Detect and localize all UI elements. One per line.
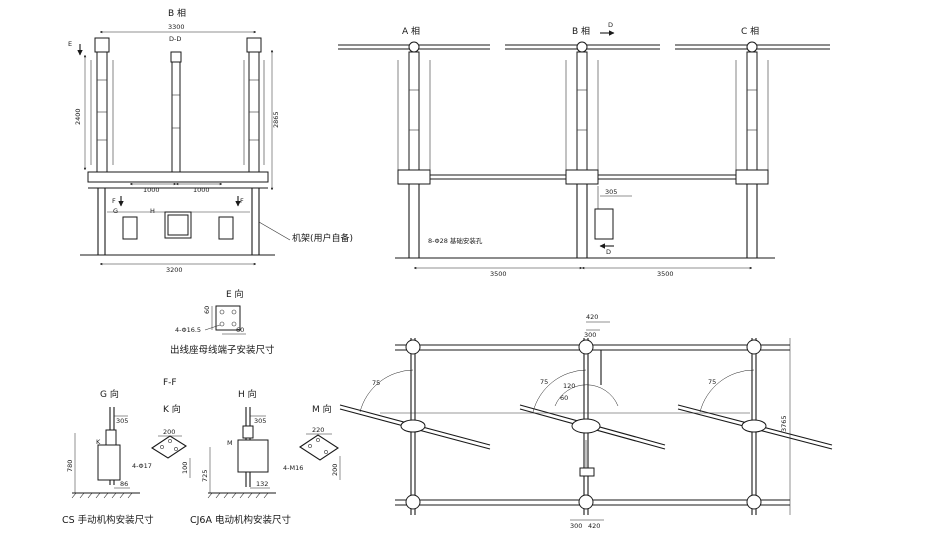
- front-phase-label: B 相: [168, 7, 186, 19]
- detail-e-caption: 出线座母线端子安装尺寸: [170, 344, 275, 356]
- detail-m-title: M 向: [312, 403, 332, 415]
- front-view-e: E: [68, 40, 72, 48]
- side-phase-b: B 相: [572, 25, 590, 37]
- detail-k-dim-100: 100: [181, 462, 189, 474]
- front-span-right: 1000: [193, 186, 210, 194]
- detail-ff-title: F-F: [163, 378, 177, 388]
- detail-e-title: E 向: [226, 288, 244, 300]
- front-view-h: H: [150, 207, 155, 215]
- detail-e-dim-60b: 60: [236, 326, 244, 334]
- detail-k-hole: 4-Φ17: [132, 462, 152, 470]
- detail-h-dim-725: 725: [201, 470, 209, 482]
- detail-g-dim-86: 86: [120, 480, 128, 488]
- side-view: A 相 B 相 C 相 D: [338, 21, 830, 278]
- front-height-right: 2865: [272, 111, 280, 128]
- front-width-top: 3300: [168, 23, 185, 31]
- front-height-left: 2400: [74, 108, 82, 125]
- side-dim-305: 305: [605, 188, 617, 196]
- detail-g-dim-305: 305: [116, 417, 128, 425]
- detail-g-dim-780: 780: [66, 460, 74, 472]
- front-view-f-left: F: [112, 197, 116, 205]
- detail-e-hole: 4-Φ16.5: [175, 326, 201, 334]
- caption-cs: CS 手动机构安装尺寸: [62, 514, 154, 526]
- side-phase-c: C 相: [741, 25, 759, 37]
- plan-angle-75-left: 75: [372, 379, 380, 387]
- side-span-left: 3500: [490, 270, 507, 278]
- front-section-label: D-D: [169, 35, 181, 43]
- detail-h: H 向 305 M 725 132 CJ6A 电动机构安装尺寸: [190, 388, 291, 526]
- plan-dim-420-bottom: 420: [588, 522, 600, 530]
- front-view-f-right: F: [240, 197, 244, 205]
- plan-angle-120: 120: [563, 382, 575, 390]
- front-middle-column: [170, 51, 182, 173]
- plan-angle-75-mid: 75: [540, 378, 548, 386]
- detail-k: F-F K 向 200 4-Φ17 100: [132, 378, 191, 478]
- detail-m-dim-220: 220: [312, 426, 324, 434]
- detail-h-label-m: M: [227, 439, 233, 447]
- detail-m-dim-200: 200: [331, 464, 339, 476]
- front-left-column: [90, 37, 114, 173]
- plan-dim-420-top: 420: [586, 313, 598, 321]
- front-right-column: [243, 37, 265, 173]
- detail-h-dim-132: 132: [256, 480, 268, 488]
- front-view-g: G: [113, 207, 118, 215]
- front-frame-note: 机架(用户自备): [292, 232, 353, 244]
- plan-dim-300-top: 300: [584, 331, 596, 339]
- detail-g-title: G 向: [100, 388, 119, 400]
- detail-k-title: K 向: [163, 403, 181, 415]
- plan-dim-300-bottom: 300: [570, 522, 582, 530]
- detail-g-label-k: K: [96, 438, 101, 446]
- detail-e-dim-60a: 60: [203, 306, 211, 314]
- plan-dim-3765: 3765: [780, 415, 788, 432]
- plan-view: 75 75 120 60 75 420 300 3765 300 420: [339, 313, 833, 530]
- plan-angle-60: 60: [560, 394, 568, 402]
- detail-k-dim-200: 200: [163, 428, 175, 436]
- detail-h-dim-305: 305: [254, 417, 266, 425]
- side-view-d-bottom: D: [606, 248, 611, 256]
- detail-h-title: H 向: [238, 388, 257, 400]
- detail-g: G 向 305 K 780 86 CS 手动机构安装尺寸: [62, 388, 154, 526]
- detail-e: E 向 60 60 4-Φ16.5 出线座母线端子安装尺寸: [170, 288, 275, 356]
- front-view: B 相 3300 D-D E 2400 2865: [68, 7, 353, 274]
- front-span-left: 1000: [143, 186, 160, 194]
- side-span-right: 3500: [657, 270, 674, 278]
- detail-m: M 向 220 4-M16 200: [283, 403, 341, 480]
- detail-m-hole: 4-M16: [283, 464, 303, 472]
- front-width-bottom: 3200: [166, 266, 183, 274]
- plan-angle-75-right: 75: [708, 378, 716, 386]
- side-phase-a: A 相: [402, 25, 420, 37]
- side-view-d-top: D: [608, 21, 613, 29]
- caption-cj6a: CJ6A 电动机构安装尺寸: [190, 514, 291, 526]
- side-hole-note: 8-Φ28 基础安装孔: [428, 236, 483, 245]
